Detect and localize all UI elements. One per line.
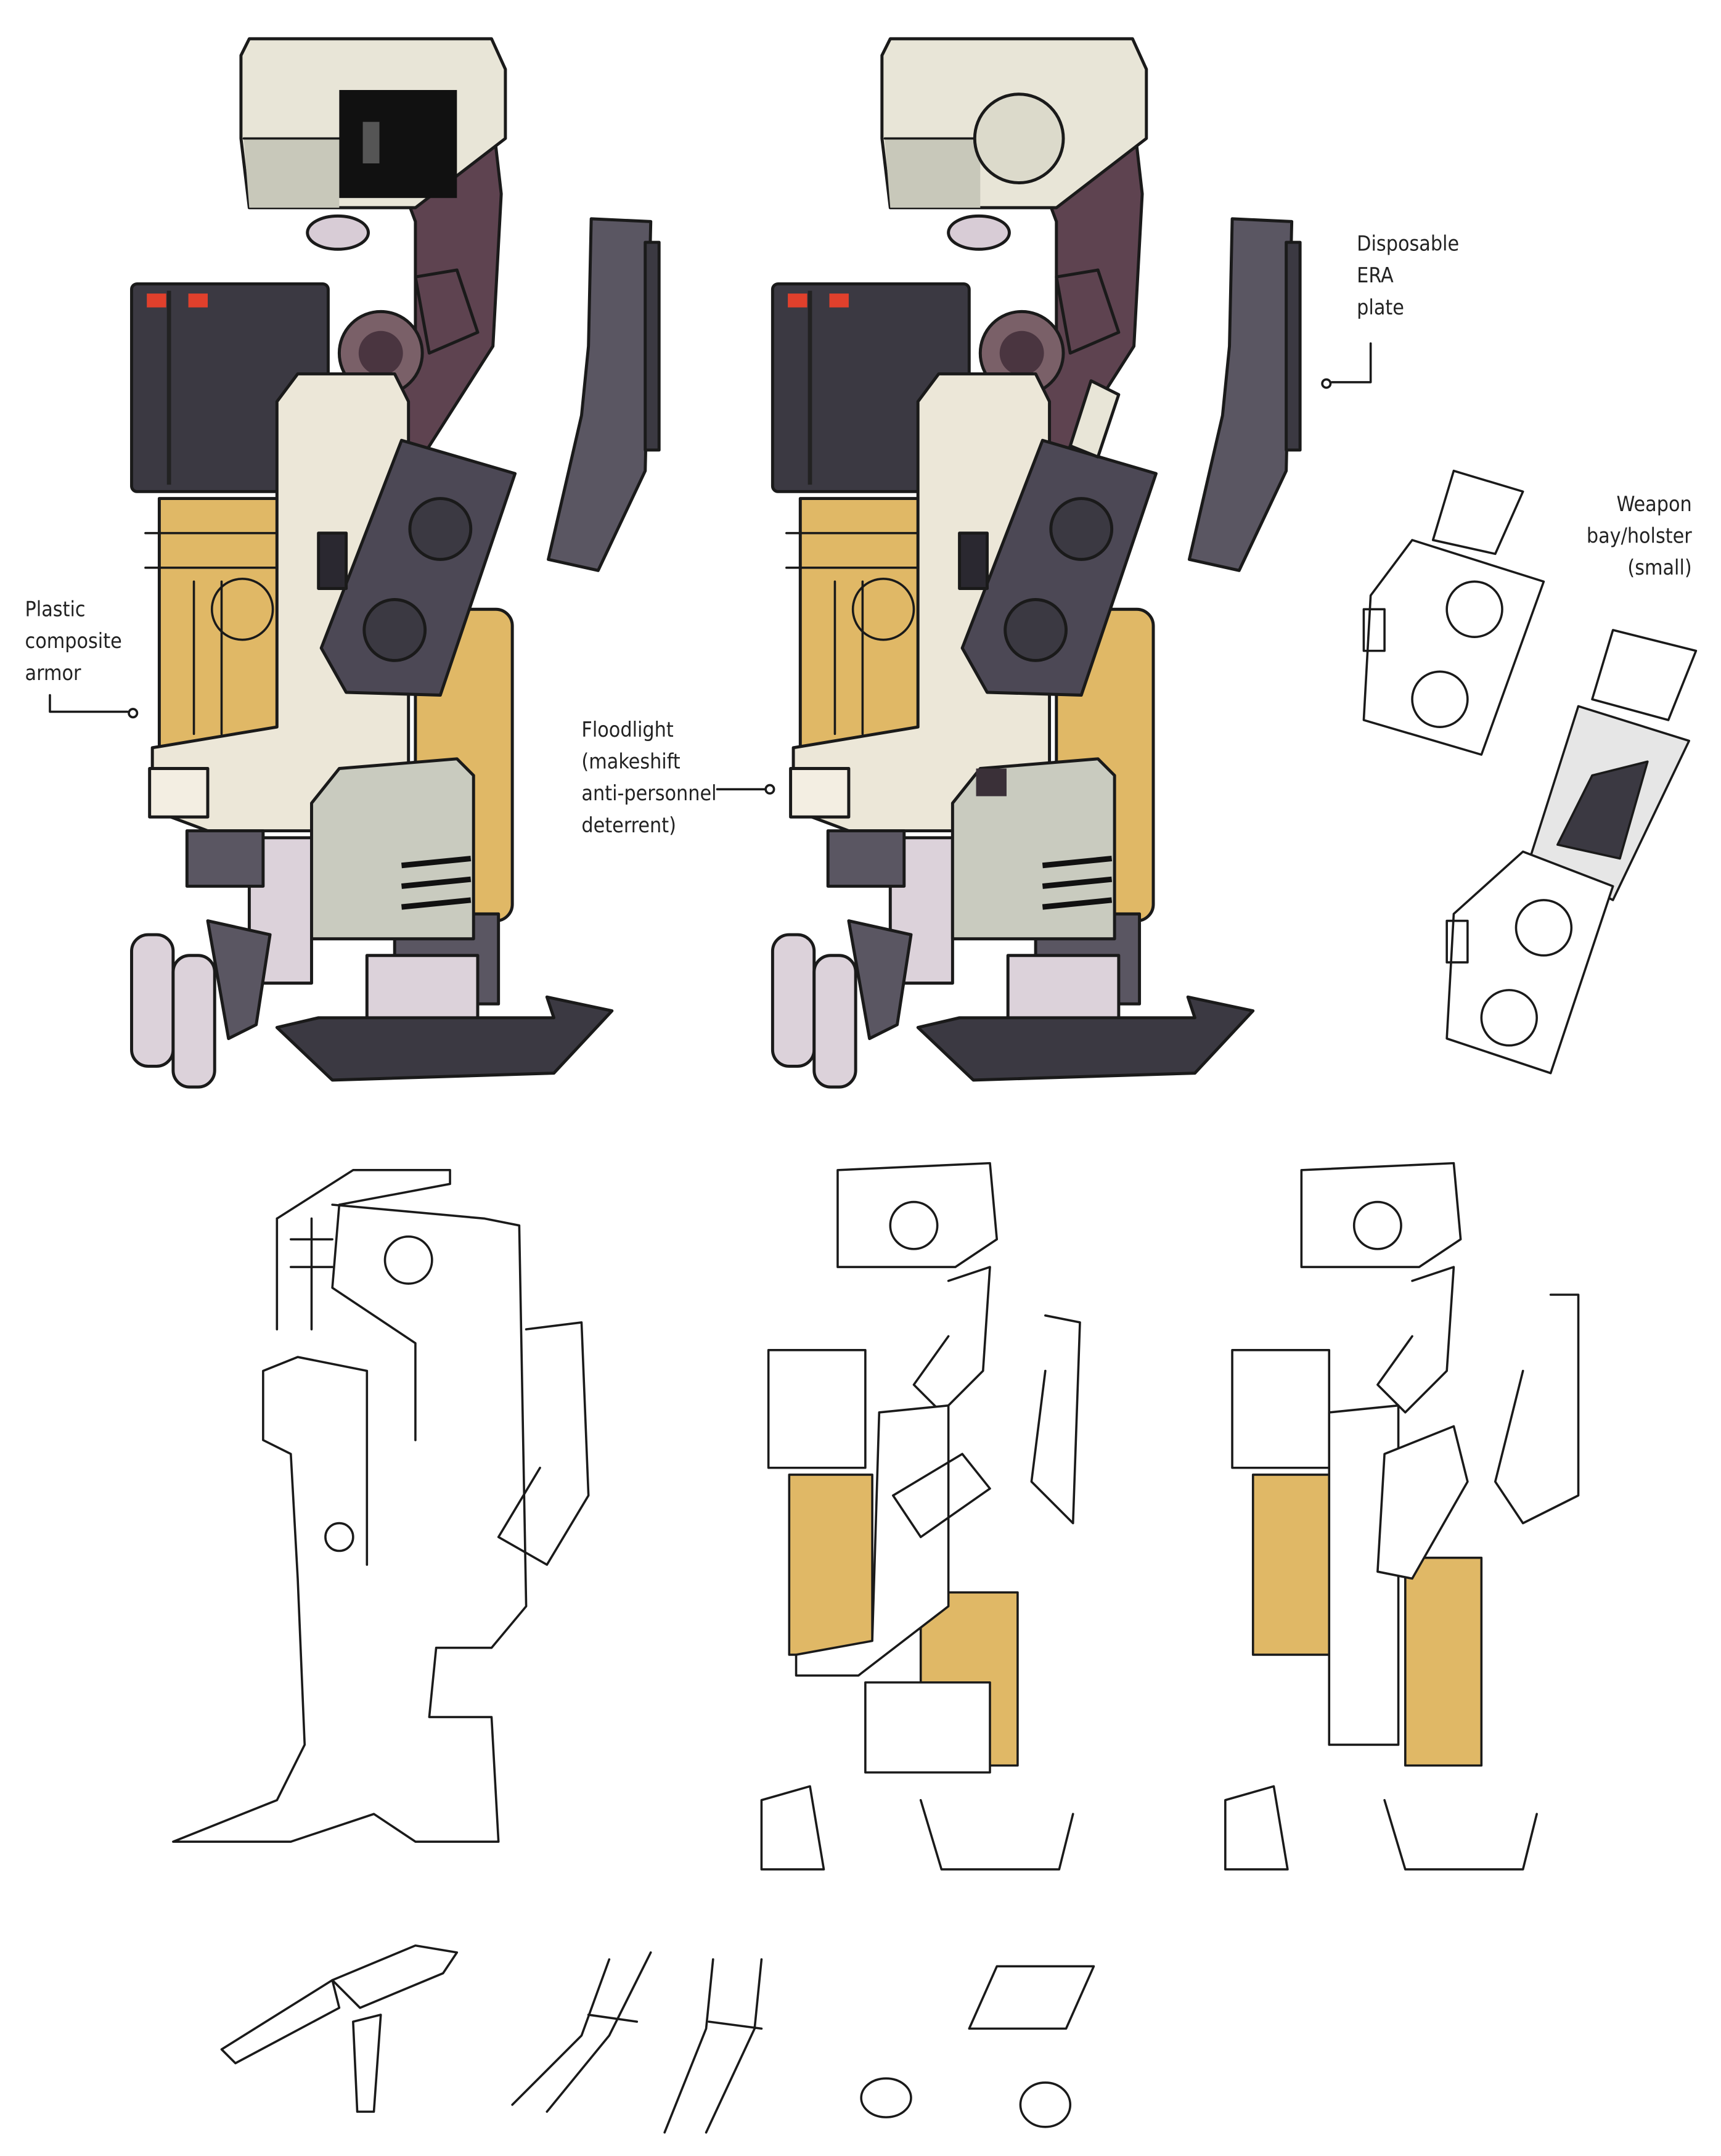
annotation-era-plate: Disposable ERA plate	[1321, 232, 1459, 389]
annotation-floodlight: Floodlight (makeshift anti-personnel det…	[581, 718, 775, 837]
floodlight-lens	[973, 92, 1065, 184]
svg-text:Plastic: Plastic	[25, 597, 86, 621]
detail-sketches	[220, 1944, 1095, 2134]
visor	[339, 89, 457, 199]
svg-text:(makeshift: (makeshift	[581, 750, 680, 774]
robot-colored-1	[131, 39, 659, 1087]
robot-colored-2	[772, 39, 1300, 1087]
clean-sketch-1	[760, 1162, 1081, 1871]
svg-text:armor: armor	[25, 661, 81, 685]
svg-text:Floodlight: Floodlight	[581, 718, 673, 742]
svg-text:deterrent): deterrent)	[581, 813, 676, 837]
svg-text:ERA: ERA	[1357, 263, 1394, 287]
svg-text:composite: composite	[25, 629, 122, 653]
svg-text:bay/holster: bay/holster	[1587, 523, 1692, 547]
clean-sketch-2	[1224, 1162, 1580, 1871]
weapon-bay-sketch	[1362, 469, 1698, 1075]
rough-sketch	[172, 1169, 590, 1843]
svg-text:Disposable: Disposable	[1357, 232, 1459, 256]
svg-text:anti-personnel: anti-personnel	[581, 781, 716, 805]
svg-text:plate: plate	[1357, 295, 1404, 319]
svg-text:Weapon: Weapon	[1617, 492, 1692, 516]
floodlight	[976, 768, 1007, 797]
era-plate	[1068, 379, 1121, 459]
annotation-plastic-armor: Plastic composite armor	[25, 597, 139, 719]
annotation-weapon-bay: Weapon bay/holster (small)	[1587, 492, 1692, 580]
svg-text:(small): (small)	[1627, 555, 1691, 580]
